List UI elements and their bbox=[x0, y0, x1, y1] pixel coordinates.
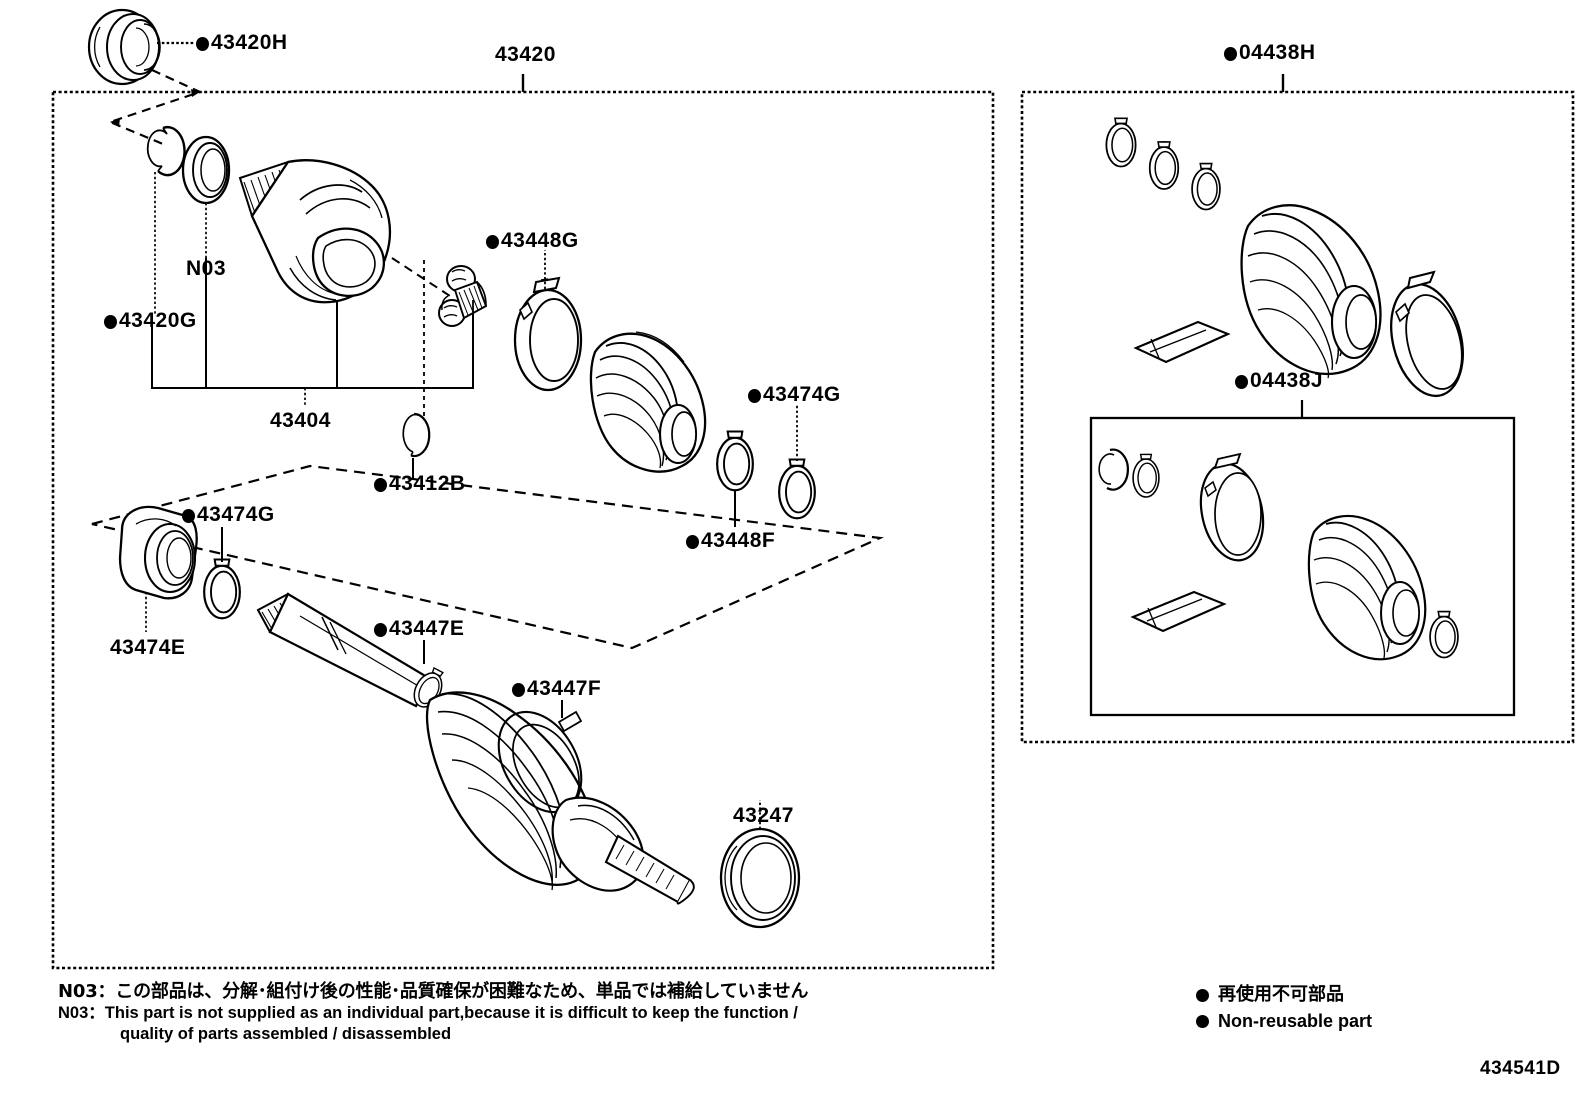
callout-43420: 43420 bbox=[495, 43, 556, 66]
non-reusable-dot-icon bbox=[104, 315, 117, 329]
note-text-jp: この部品は、分解･組付け後の性能･品質確保が困難なため、単品では補給していません bbox=[115, 981, 809, 1002]
non-reusable-dot-icon bbox=[1196, 988, 1209, 1002]
snap-ring-43412B bbox=[402, 412, 431, 480]
boot-bellows-kit-upper bbox=[1240, 204, 1382, 379]
non-reusable-dot-icon bbox=[1224, 47, 1237, 61]
note-code-en: N03 bbox=[58, 1004, 89, 1023]
inner-drive-shaft bbox=[256, 592, 451, 713]
large-clamp-kit-upper bbox=[1390, 270, 1464, 398]
non-reusable-dot-icon bbox=[182, 509, 195, 523]
callout-43420G: 43420G bbox=[104, 310, 197, 331]
callout-43474E: 43474E bbox=[110, 636, 186, 659]
non-reusable-dot-icon bbox=[1235, 375, 1248, 389]
non-reusable-dot-icon bbox=[512, 683, 525, 697]
main-assembly-box bbox=[51, 74, 995, 970]
callout-04438H: 04438H bbox=[1224, 42, 1316, 63]
clamp-43448F bbox=[716, 430, 754, 527]
boot-bellows-kit-inner bbox=[1307, 514, 1427, 661]
snap-ring-43420G bbox=[146, 125, 186, 315]
legend-row-en: Non-reusable part bbox=[1196, 1008, 1372, 1034]
outer-seal-43420H bbox=[87, 8, 194, 86]
grease-packet-upper bbox=[1133, 320, 1231, 364]
callout-04438J: 04438J bbox=[1235, 370, 1323, 391]
clamp-43474G-upper bbox=[778, 404, 816, 520]
medium-clamp-kit-inner bbox=[1199, 452, 1265, 562]
legend-row-jp: 再使用不可部品 bbox=[1196, 982, 1372, 1008]
outer-boot-bellows-lower bbox=[425, 691, 695, 905]
tripod-spider-joint bbox=[391, 257, 488, 327]
note-text-en-2: quality of parts assembled / disassemble… bbox=[120, 1025, 452, 1044]
callout-43447F: 43447F bbox=[512, 678, 601, 699]
legend-label-jp: 再使用不可部品 bbox=[1218, 984, 1344, 1005]
legend-non-reusable: 再使用不可部品 Non-reusable part bbox=[1196, 982, 1372, 1034]
clamp-43448G bbox=[513, 250, 583, 392]
callout-43447E: 43447E bbox=[374, 618, 464, 639]
note-colon-jp: ： bbox=[97, 981, 116, 1002]
callout-N03: N03 bbox=[186, 257, 227, 280]
clamp-43474G-lower bbox=[203, 527, 241, 620]
footnote-n03: N03：この部品は、分解･組付け後の性能･品質確保が困難なため、単品では補給して… bbox=[58, 980, 808, 1045]
non-reusable-dot-icon bbox=[748, 389, 761, 403]
outer-joint-housing-43404 bbox=[238, 159, 392, 388]
inner-seal-43247 bbox=[719, 800, 801, 929]
callout-43420H: 43420H bbox=[196, 32, 288, 53]
bracket-43404 bbox=[151, 258, 474, 420]
note-code-jp: N03 bbox=[58, 981, 98, 1002]
callout-43474G-lower: 43474G bbox=[182, 504, 275, 525]
seal-placement-dashed-leader bbox=[107, 69, 203, 145]
callout-43412B: 43412B bbox=[374, 473, 466, 494]
callout-43474G-upper: 43474G bbox=[748, 384, 841, 405]
boot-kit-panel-04438H bbox=[1020, 74, 1575, 744]
inboard-boot-bellows bbox=[589, 331, 707, 473]
dust-cover-43474E bbox=[118, 505, 198, 632]
non-reusable-dot-icon bbox=[686, 535, 699, 549]
non-reusable-dot-icon bbox=[1196, 1014, 1209, 1028]
non-reusable-dot-icon bbox=[486, 235, 499, 249]
non-reusable-dot-icon bbox=[374, 623, 387, 637]
note-text-en-1: This part is not supplied as an individu… bbox=[104, 1004, 798, 1023]
inner-shaft-group-dashed-polygon bbox=[91, 464, 885, 650]
note-colon-en: ： bbox=[88, 1004, 105, 1023]
legend-label-en: Non-reusable part bbox=[1218, 1011, 1373, 1032]
drawing-number: 434541D bbox=[1480, 1058, 1561, 1079]
boot-kit-panel-04438J bbox=[1089, 400, 1516, 717]
callout-43247: 43247 bbox=[733, 804, 794, 827]
callout-43404: 43404 bbox=[270, 409, 331, 432]
callout-43448G: 43448G bbox=[486, 230, 579, 251]
non-reusable-dot-icon bbox=[374, 478, 387, 492]
grease-packet-inner bbox=[1130, 590, 1227, 633]
dust-seal-ring-N03 bbox=[181, 135, 231, 258]
callout-43448F: 43448F bbox=[686, 530, 775, 551]
non-reusable-dot-icon bbox=[196, 37, 209, 51]
